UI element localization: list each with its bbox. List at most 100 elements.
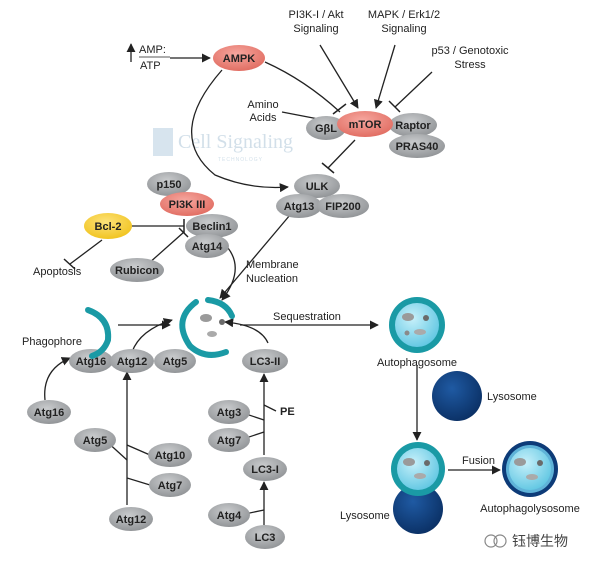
node-atg12-a: Atg12 <box>110 349 154 373</box>
label-fusion: Fusion <box>462 455 495 467</box>
svg-text:LC3: LC3 <box>255 532 276 544</box>
label-pe: PE <box>280 406 295 418</box>
label-lysosome-a: Lysosome <box>487 391 537 403</box>
node-gbl: GβL <box>306 116 346 140</box>
svg-text:Atg7: Atg7 <box>158 480 182 492</box>
arrow-lc3ii-cup <box>224 318 269 344</box>
node-atg13: Atg13 <box>276 194 322 218</box>
svg-text:Atg12: Atg12 <box>117 356 148 368</box>
label-phagophore: Phagophore <box>22 336 82 348</box>
label-apoptosis: Apoptosis <box>33 266 82 278</box>
label-p53-stress: Stress <box>454 59 486 71</box>
label-mapk-signaling: Signaling <box>381 23 426 35</box>
node-lc3ii: LC3-II <box>242 349 288 373</box>
node-raptor: Raptor <box>389 113 437 137</box>
label-nucleation: Nucleation <box>246 273 298 285</box>
inhibit-ampk-mtor <box>264 61 341 113</box>
node-fip200: FIP200 <box>317 194 369 218</box>
svg-text:PI3K III: PI3K III <box>169 199 206 211</box>
svg-text:Atg16: Atg16 <box>34 407 65 419</box>
autophagosome-docking <box>391 442 445 534</box>
label-pi3k-akt-signaling: Signaling <box>293 23 338 35</box>
node-ampk: AMPK <box>213 45 265 71</box>
svg-text:ULK: ULK <box>306 181 329 193</box>
inhibit-rubicon-beclin <box>147 231 185 265</box>
arrow-atg12-cup <box>131 318 173 353</box>
svg-text:LC3-II: LC3-II <box>250 356 281 368</box>
node-mtor: mTOR <box>337 111 393 137</box>
svg-text:Atg3: Atg3 <box>217 407 241 419</box>
svg-text:Raptor: Raptor <box>395 120 431 132</box>
arrow-beclin-phagophore <box>221 247 236 301</box>
label-sequestration: Sequestration <box>273 311 341 323</box>
svg-text:Rubicon: Rubicon <box>115 265 159 277</box>
node-atg3: Atg3 <box>208 400 250 424</box>
node-beclin1: Beclin1 <box>186 214 238 238</box>
label-mapk: MAPK / Erk1/2 <box>368 9 440 21</box>
phagophore-shape <box>85 307 112 359</box>
inhibit-bcl2-apoptosis <box>69 239 103 265</box>
label-acids: Acids <box>250 112 277 124</box>
svg-text:Atg16: Atg16 <box>76 356 107 368</box>
svg-text:Atg5: Atg5 <box>163 356 187 368</box>
node-atg10: Atg10 <box>148 443 192 467</box>
svg-text:Atg10: Atg10 <box>155 450 186 462</box>
node-pi3k3: PI3K III <box>160 192 214 216</box>
node-ulk: ULK <box>294 174 340 198</box>
label-autophagolysosome: Autophagolysosome <box>480 503 580 515</box>
svg-text:Atg12: Atg12 <box>116 514 147 526</box>
arrow-atg16-complex <box>44 357 71 401</box>
inhibit-mtor-ulk <box>327 139 356 169</box>
label-membrane: Membrane <box>246 259 299 271</box>
node-atg4: Atg4 <box>208 503 250 527</box>
svg-text:GβL: GβL <box>315 123 337 135</box>
svg-text:Atg5: Atg5 <box>83 435 107 447</box>
lysosome-a <box>432 371 482 421</box>
svg-text:Atg13: Atg13 <box>284 201 315 213</box>
svg-text:PRAS40: PRAS40 <box>396 141 439 153</box>
label-pi3k-akt: PI3K-I / Akt <box>288 9 343 21</box>
svg-text:p150: p150 <box>156 179 181 191</box>
brand-name: 钰博生物 <box>512 533 568 549</box>
autophagosome <box>389 297 445 353</box>
svg-text:Beclin1: Beclin1 <box>192 221 231 233</box>
svg-text:mTOR: mTOR <box>349 119 382 131</box>
node-atg12-b: Atg12 <box>109 507 153 531</box>
label-atp: ATP <box>140 60 161 72</box>
inhibit-p53-mtor <box>394 71 433 108</box>
label-amino: Amino <box>247 99 278 111</box>
label-amp: AMP: <box>139 44 166 56</box>
node-p150: p150 <box>147 172 191 196</box>
label-p53: p53 / Genotoxic <box>431 45 509 57</box>
svg-text:FIP200: FIP200 <box>325 201 360 213</box>
cell-signaling-watermark: Cell Signaling TECHNOLOGY <box>153 128 293 163</box>
arrow-ampk-ulk <box>191 69 289 193</box>
watermark-title: Cell Signaling <box>178 131 293 153</box>
label-autophagosome: Autophagosome <box>377 357 457 369</box>
node-pras40: PRAS40 <box>389 134 445 158</box>
node-atg14: Atg14 <box>185 234 229 258</box>
node-rubicon: Rubicon <box>110 258 164 282</box>
watermark-subtitle: TECHNOLOGY <box>218 157 263 163</box>
svg-text:Atg14: Atg14 <box>192 241 223 253</box>
node-atg5-a: Atg5 <box>154 349 196 373</box>
node-atg7-a: Atg7 <box>149 473 191 497</box>
expanding-phagophore <box>179 297 235 358</box>
autophagolysosome <box>502 441 558 497</box>
label-lysosome-b: Lysosome <box>340 510 390 522</box>
node-bcl2: Bcl-2 <box>84 213 132 239</box>
node-lc3i: LC3-I <box>243 457 287 481</box>
node-lc3: LC3 <box>245 525 285 549</box>
svg-text:LC3-I: LC3-I <box>251 464 279 476</box>
brand-logo: 钰博生物 <box>484 533 568 549</box>
svg-text:AMPK: AMPK <box>223 53 255 65</box>
arrow-pi3k-mtor <box>319 44 359 109</box>
svg-text:Atg7: Atg7 <box>217 435 241 447</box>
arrow-mapk-mtor <box>374 44 396 109</box>
node-atg7-b: Atg7 <box>208 428 250 452</box>
svg-text:Bcl-2: Bcl-2 <box>95 221 122 233</box>
svg-text:Atg4: Atg4 <box>217 510 242 522</box>
node-atg5-b: Atg5 <box>74 428 116 452</box>
node-atg16-b: Atg16 <box>27 400 71 424</box>
